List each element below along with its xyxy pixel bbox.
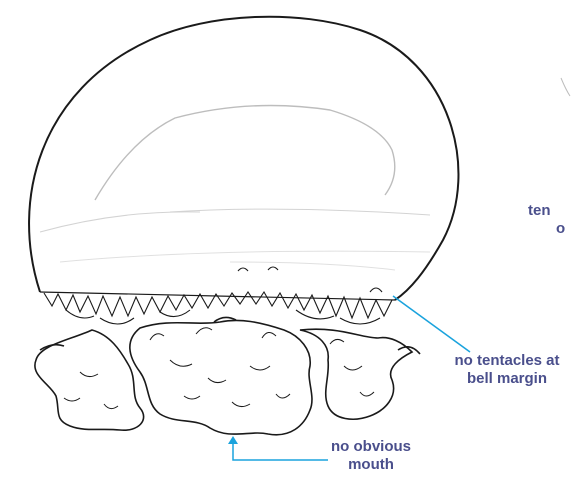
mouth-leader-line — [233, 440, 328, 460]
tentacles-label-line1: no tentacles at — [442, 352, 572, 370]
edge-sketch — [561, 78, 570, 96]
tentacles-label-line2: bell margin — [442, 370, 572, 388]
cut-off-label-line2: o — [528, 220, 565, 238]
mouth-label-line2: mouth — [326, 456, 416, 474]
cut-off-label-line1: ten — [528, 202, 565, 220]
mouth-label-line1: no obvious — [326, 438, 416, 456]
cut-off-label: ten o — [528, 202, 565, 238]
jellyfish-bell — [29, 17, 458, 300]
mouth-label: no obvious mouth — [326, 438, 416, 474]
mouth-arrowhead — [228, 436, 238, 444]
tentacles-leader-line — [393, 296, 470, 352]
tentacles-label: no tentacles at bell margin — [442, 352, 572, 388]
